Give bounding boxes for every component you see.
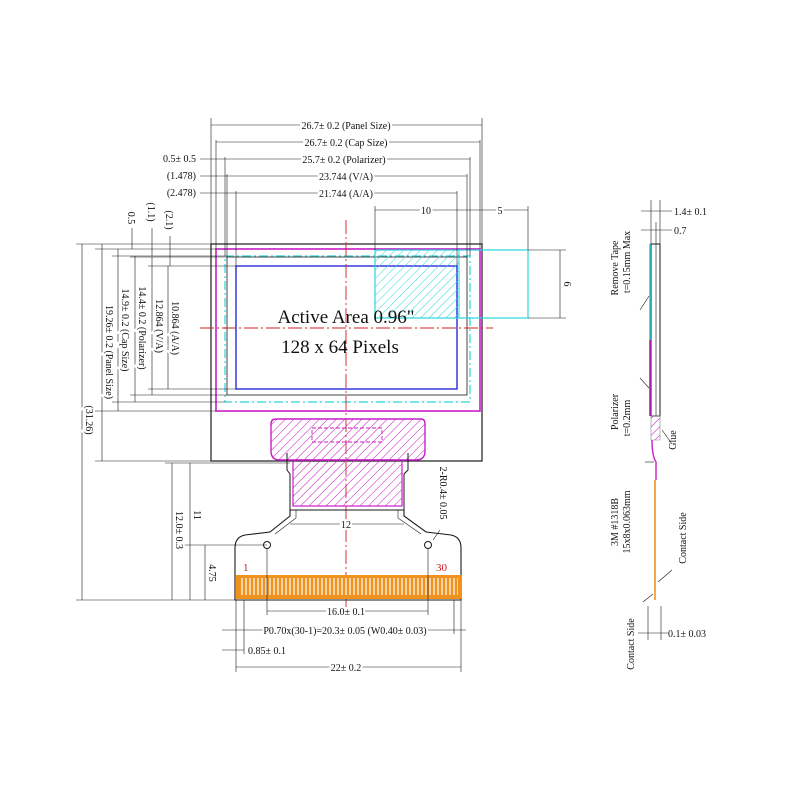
pin-1-label: 1 xyxy=(243,562,249,574)
dim-cap-height: 14.9± 0.2 (Cap Size) xyxy=(119,289,130,372)
dim-total-height: (31.26) xyxy=(83,405,94,434)
pixel-count-label: 128 x 64 Pixels xyxy=(281,337,399,358)
fpc-dimension-lines xyxy=(222,523,466,672)
dim-side-0-7: 0.7 xyxy=(674,226,687,237)
fpc-hole-right xyxy=(424,541,432,549)
dim-fpc-radius: 2-R0.4± 0.05 xyxy=(437,467,448,520)
label-remove-tape-thickness: t=0.15mm Max xyxy=(622,231,633,293)
dim-va-height: 12.864 (V/A) xyxy=(153,299,164,353)
label-remove-tape: Remove Tape xyxy=(610,240,621,295)
polarizer-outline xyxy=(224,255,471,403)
dim-fpc-thickness: 0.1± 0.03 xyxy=(668,629,706,640)
dim-aa-height: 10.864 (A/A) xyxy=(169,301,180,355)
fpc-neck-hatch xyxy=(292,459,403,507)
fpc-body-inner xyxy=(274,510,297,535)
dim-4-75: 4.75 xyxy=(206,564,217,582)
dim-aa-width: 21.744 (A/A) xyxy=(319,189,373,200)
dim-11: 11 xyxy=(191,510,202,520)
fpc-body-inner-r xyxy=(397,510,422,535)
label-contact-side-left: Contact Side xyxy=(626,618,637,670)
viewing-area-outline xyxy=(226,256,468,396)
dim-pin-pitch: P0.70x(30-1)=20.3± 0.05 (W0.40± 0.03) xyxy=(263,626,426,637)
left-dimension-lines xyxy=(76,228,290,601)
dim-va-width: 23.744 (V/A) xyxy=(319,172,373,183)
dim-5: 5 xyxy=(498,206,503,217)
fpc-contacts-hatch xyxy=(240,578,458,595)
pin-30-label: 30 xyxy=(436,562,448,574)
front-view: Active Area 0.96" 128 x 64 Pixels 1 30 xyxy=(76,118,572,676)
dim-aa-offset: (2.478) xyxy=(167,188,196,199)
dim-panel-size-width: 26.7± 0.2 (Panel Size) xyxy=(301,121,390,132)
dim-0-5: 0.5 xyxy=(125,212,136,225)
dim-fpc-length: 12.0± 0.3 xyxy=(173,511,184,549)
dim-1-1: (1.1) xyxy=(145,202,156,221)
dim-polarizer-width: 25.7± 0.2 (Polarizer) xyxy=(302,155,385,166)
ic-area xyxy=(270,418,426,461)
dim-fpc-12: 12 xyxy=(341,520,351,531)
top-dimensions xyxy=(200,118,529,266)
label-polarizer-thickness: t=0.2mm xyxy=(622,400,633,437)
dim-hole-spacing: 16.0± 0.1 xyxy=(327,607,365,618)
side-glass xyxy=(650,243,661,417)
label-contact-side-right: Contact Side xyxy=(678,512,689,564)
dim-polarizer-height: 14.4± 0.2 (Polarizer) xyxy=(136,286,147,369)
label-tape-part: 3M #1318B xyxy=(610,498,621,546)
side-view: 1.4± 0.1 0.7 Remove Tape t=0.15mm Max Po… xyxy=(610,200,707,670)
dim-6: 6 xyxy=(561,282,572,287)
reference-hatch xyxy=(374,249,460,319)
cap-outline xyxy=(215,248,481,412)
side-fpc-bend xyxy=(651,439,657,480)
dim-edge: 0.85± 0.1 xyxy=(248,646,286,657)
label-polarizer: Polarizer xyxy=(610,393,621,430)
fpc-body xyxy=(234,510,462,601)
label-tape-size: 15x8x0.063mm xyxy=(622,490,633,553)
fpc-neck xyxy=(286,453,409,511)
dim-pol-offset: 0.5± 0.5 xyxy=(163,154,196,165)
active-area-label: Active Area 0.96" xyxy=(277,307,414,328)
dim-fpc-width: 22± 0.2 xyxy=(331,663,362,674)
side-dimension-lines xyxy=(638,200,673,640)
side-glue xyxy=(650,415,661,441)
dim-panel-height: 19.26± 0.2 (Panel Size) xyxy=(103,305,114,399)
dim-10: 10 xyxy=(421,206,431,217)
dim-cap-size-width: 26.7± 0.2 (Cap Size) xyxy=(305,138,388,149)
dim-6-lines xyxy=(528,249,566,319)
dim-side-thickness: 1.4± 0.1 xyxy=(674,207,707,218)
dim-va-offset: (1.478) xyxy=(167,171,196,182)
label-glue: Glue xyxy=(668,430,679,450)
active-area-outline xyxy=(235,265,458,390)
dim-2-1: (2.1) xyxy=(163,210,174,229)
